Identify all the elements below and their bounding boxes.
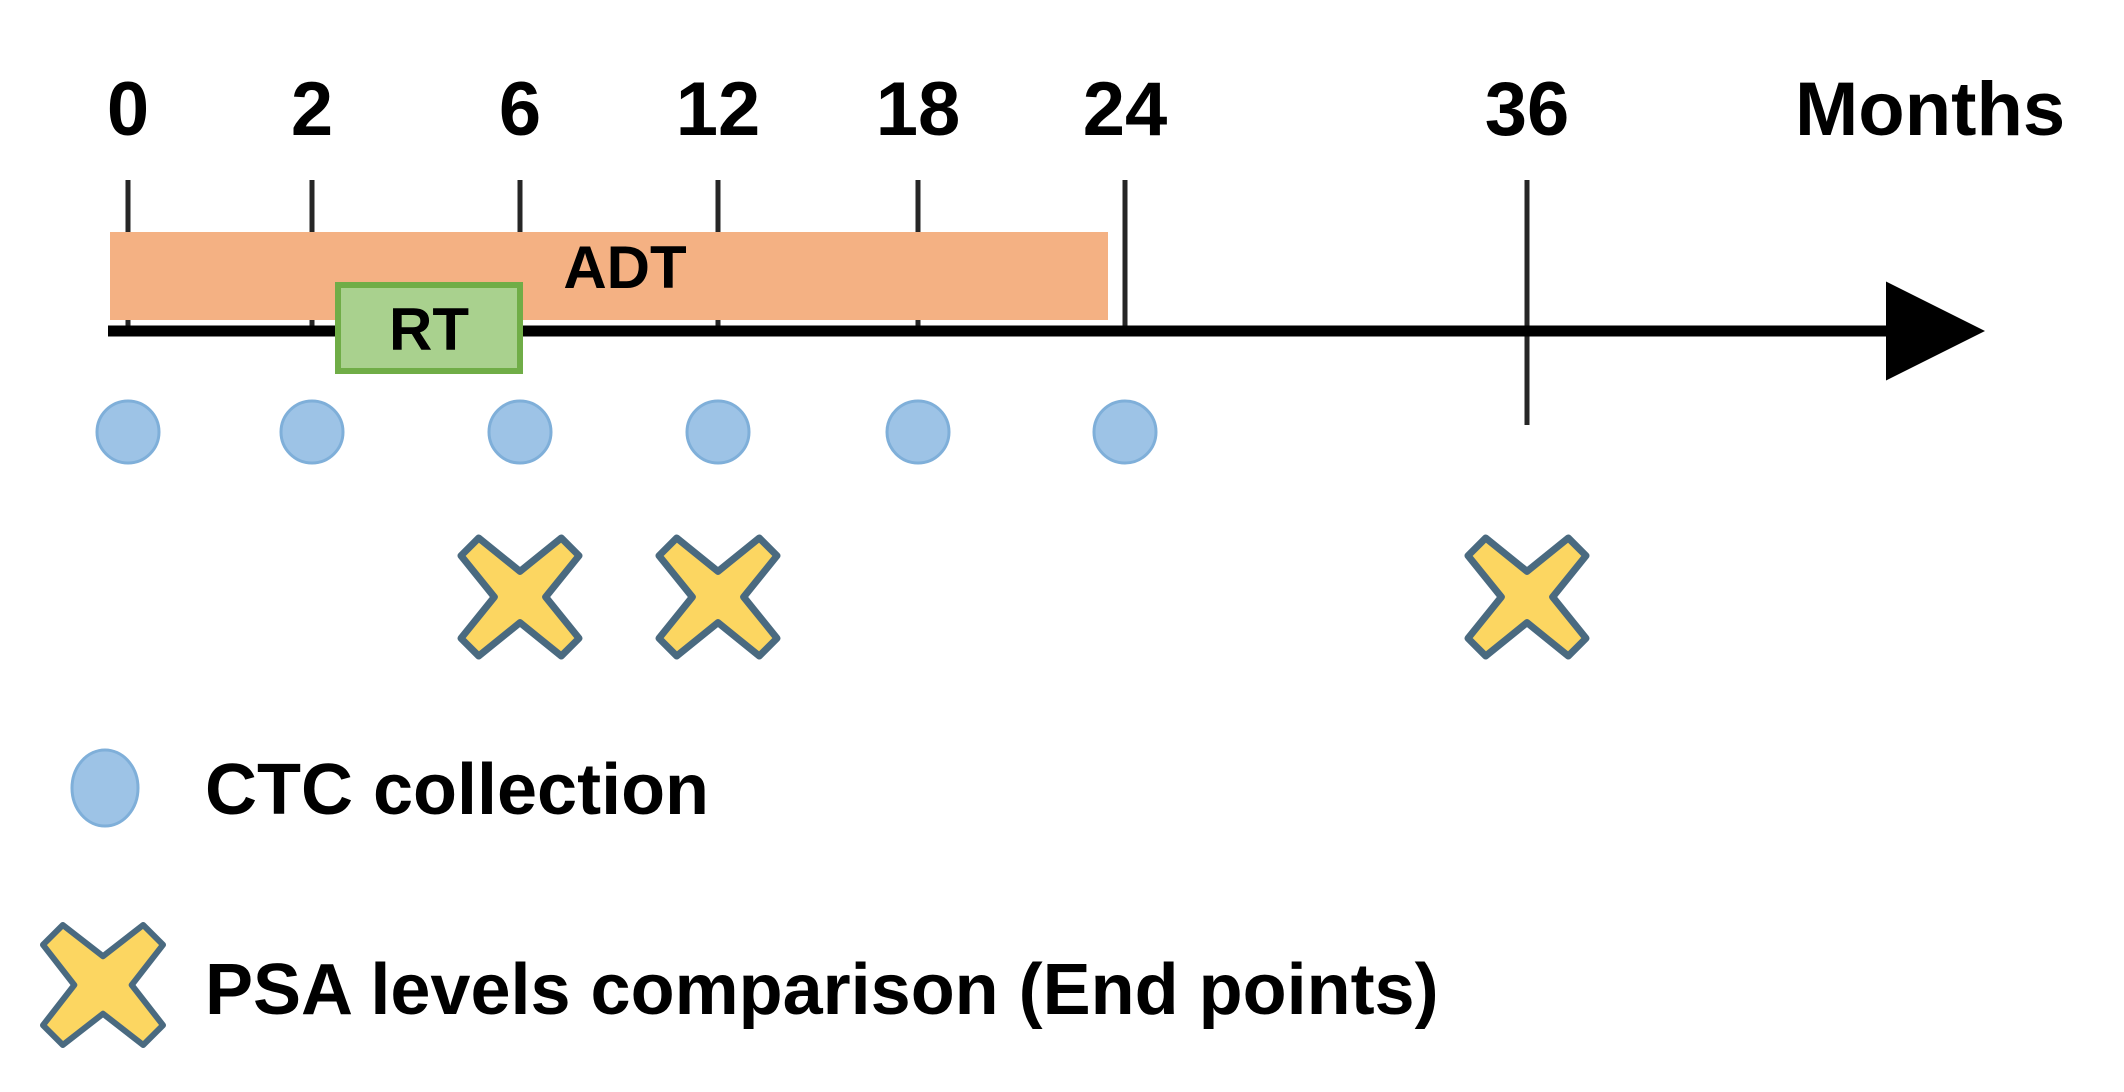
- psa-endpoint-marker-m36: [1464, 534, 1590, 660]
- procedure-box-rt: [335, 282, 523, 374]
- ctc-collection-marker-m12: [685, 399, 751, 465]
- axis-tick-label-6: 6: [498, 67, 542, 152]
- axis-tick-label-36: 36: [1484, 67, 1570, 152]
- axis-tick-label-0: 0: [106, 67, 150, 152]
- adt-band-group: [110, 232, 1108, 320]
- legend-label-psa: PSA levels comparison (End points): [205, 950, 1439, 1030]
- legend-label-ctc: CTC collection: [205, 750, 710, 830]
- psa-endpoint-marker-m12: [655, 534, 781, 660]
- legend-marker-group: [40, 748, 166, 1048]
- ctc-collection-marker-m24: [1092, 399, 1158, 465]
- treatment-band-adt: [110, 232, 1108, 320]
- ctc-collection-marker-m2: [279, 399, 345, 465]
- legend-marker-cross: [40, 922, 166, 1048]
- ctc-collection-marker-m0: [95, 399, 161, 465]
- axis-tick-label-12: 12: [675, 67, 761, 152]
- ctc-collection-marker-m6: [487, 399, 553, 465]
- axis-caption-months: Months: [1795, 67, 2066, 152]
- psa-endpoint-marker-m6: [457, 534, 583, 660]
- ctc-marker-group: [95, 399, 1158, 465]
- psa-marker-group: [457, 534, 1590, 660]
- rt-box-group: [335, 282, 523, 374]
- procedure-label-rt: RT: [389, 296, 469, 363]
- legend-marker-circle: [70, 748, 140, 828]
- axis-tick-label-24: 24: [1082, 67, 1168, 152]
- axis-tick-label-2: 2: [290, 67, 334, 152]
- treatment-label-adt: ADT: [563, 234, 687, 301]
- axis-tick-label-18: 18: [875, 67, 961, 152]
- ctc-collection-marker-m18: [885, 399, 951, 465]
